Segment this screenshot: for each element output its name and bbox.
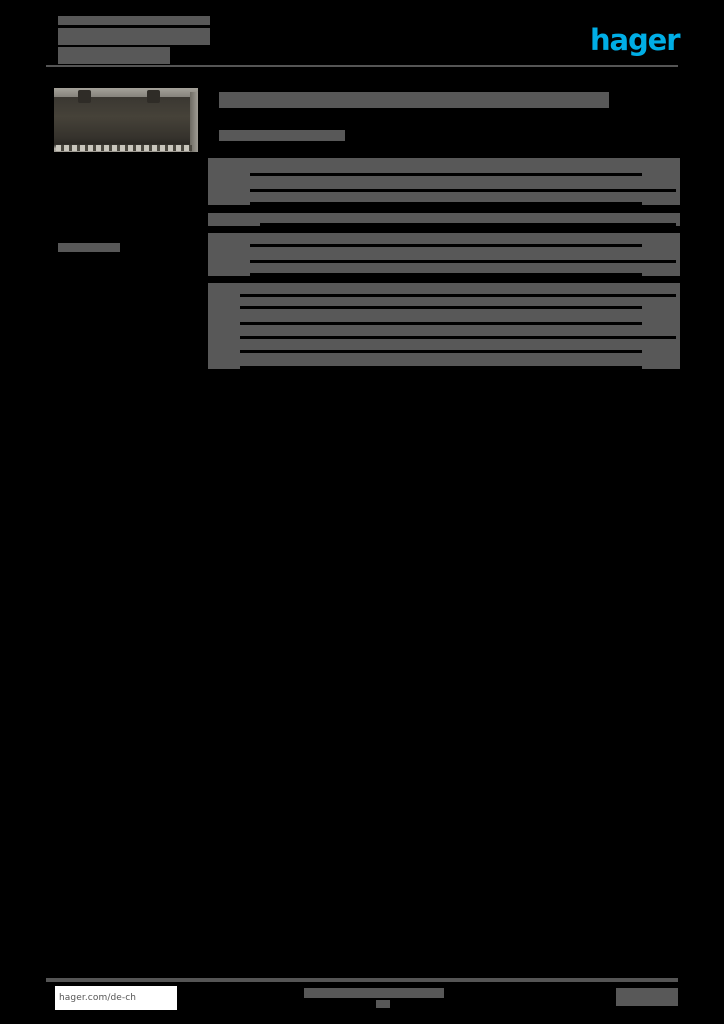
table-cell-value [240,339,680,353]
table-cell-label [208,263,242,276]
product-photo-teeth [56,145,192,151]
table-cell-label [208,192,242,205]
product-subtitle [219,130,345,141]
header-eyebrow-text [58,16,210,25]
table-cell-label [208,283,232,297]
product-photo-top-rail [54,88,198,97]
table-row [208,283,680,297]
table-cell-value [240,309,680,325]
table-row [208,226,680,233]
table-row [208,247,680,263]
table-row-separator [240,306,642,309]
product-photo-clip-left [78,90,91,103]
table-row-separator [240,294,676,297]
product-photo-clip-right [147,90,160,103]
table-row-separator [240,322,642,325]
table-cell-value [250,247,680,263]
table-row [208,205,680,213]
document-header [58,16,678,64]
table-cell-value [250,263,680,276]
table-row-separator [250,244,642,247]
table-cell-label [208,158,242,176]
table-row-separator [240,366,642,369]
table-row-separator [260,223,676,226]
left-column-meta-label [58,243,120,252]
table-cell-value [240,297,680,309]
hager-logo: hager [590,23,681,57]
table-row [208,309,680,325]
table-cell-label [208,309,232,325]
table-cell-value [250,176,680,192]
document-footer: hager.com/de-ch [46,978,678,1018]
table-cell-label [208,176,242,192]
table-row [208,339,680,353]
header-title-line-2 [58,47,170,64]
table-cell-label [208,233,242,247]
footer-center-note [304,988,444,998]
table-cell-label [208,297,232,309]
table-row [208,176,680,192]
table-row [208,158,680,176]
table-row [208,233,680,247]
table-row [208,213,680,226]
table-cell-value [250,233,680,247]
footer-page-number [616,988,678,1006]
footer-website-link[interactable]: hager.com/de-ch [55,986,177,1010]
table-cell-label [208,325,232,339]
table-cell-label [208,247,242,263]
table-row-separator [240,336,676,339]
table-cell-value [260,213,680,226]
table-cell-value [250,158,680,176]
specification-table [208,158,680,369]
header-title-line-1 [58,28,210,45]
table-cell-label [208,213,252,226]
table-row-separator [250,173,642,176]
table-cell-value [240,283,680,297]
table-cell-label [208,353,232,369]
table-cell-value [240,325,680,339]
table-row-separator [250,189,676,192]
table-row [208,297,680,309]
table-row-separator [250,202,642,205]
footer-center-note-secondary [376,1000,390,1008]
table-row [208,276,680,283]
table-row [208,325,680,339]
table-row [208,353,680,369]
table-row [208,192,680,205]
product-photo-right-edge [190,92,198,152]
header-divider [46,65,678,67]
table-row-separator [240,350,642,353]
table-cell-label [208,339,232,353]
table-row-separator [250,273,642,276]
table-cell-value [240,353,680,369]
table-cell-value [250,192,680,205]
table-row [208,263,680,276]
product-title [219,92,609,108]
footer-divider [46,978,678,982]
table-row-separator [250,260,676,263]
product-photo [54,88,198,152]
